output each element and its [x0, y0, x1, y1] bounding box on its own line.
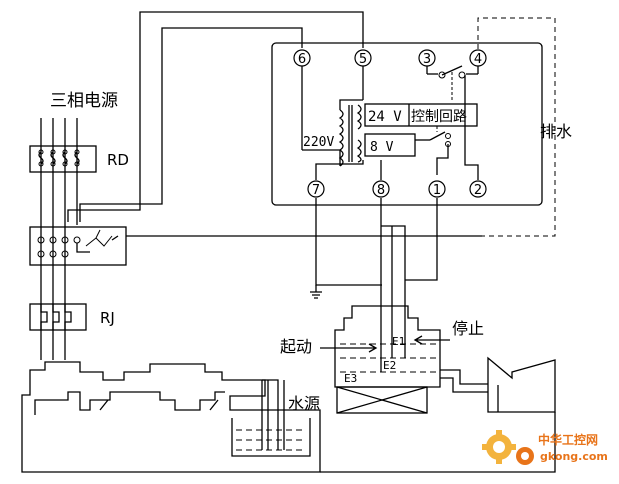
svg-text:8 V: 8 V	[370, 140, 394, 155]
svg-text:3: 3	[423, 52, 431, 67]
terminal-6: 6	[293, 49, 311, 150]
watermark-logo: 中华工控网 gkong.com	[482, 430, 608, 465]
water-source-tank	[231, 418, 311, 457]
terminal-1: 1	[428, 180, 446, 198]
control-circuit-box: 24 V 控制回路	[364, 103, 478, 127]
level-switch	[415, 126, 451, 175]
electrode-e2-wire	[381, 225, 406, 358]
svg-text:24 V: 24 V	[368, 109, 402, 125]
label-stop: 停止	[452, 319, 484, 338]
fuse-block-rd	[29, 145, 97, 173]
start-arrow	[320, 343, 378, 353]
label-water-source: 水源	[288, 394, 320, 413]
gear-icon	[482, 430, 534, 465]
label-power-source: 三相电源	[50, 91, 118, 111]
svg-text:gkong.com: gkong.com	[540, 450, 608, 463]
terminal-7: 7	[307, 180, 325, 198]
relay-contact	[438, 65, 466, 100]
wire-7-internal	[315, 160, 364, 180]
drain-structure	[487, 356, 556, 413]
svg-text:中华工控网: 中华工控网	[538, 432, 598, 447]
three-phase-lines	[40, 118, 78, 360]
controller-box	[271, 42, 543, 206]
suction-pipe	[261, 379, 285, 450]
valve-box	[336, 386, 428, 414]
drain-dashed-line	[477, 17, 556, 237]
svg-text:1: 1	[433, 183, 441, 198]
water-tank	[334, 305, 441, 388]
base-floor	[320, 412, 556, 473]
terminal-8: 8	[372, 180, 390, 198]
svg-text:8: 8	[377, 183, 385, 198]
label-rd: RD	[107, 151, 129, 169]
label-e2: E2	[383, 359, 396, 372]
stop-arrow	[413, 335, 450, 345]
transformer	[302, 99, 363, 167]
terminal-2: 2	[469, 180, 487, 198]
label-220v: 220V	[303, 135, 334, 150]
thermal-relay-rj	[29, 303, 87, 331]
wire-terminal-7-ground	[315, 198, 382, 286]
label-start: 起动	[280, 337, 312, 356]
pump-base-outline	[21, 361, 321, 473]
svg-text:5: 5	[359, 52, 367, 67]
svg-text:4: 4	[474, 52, 482, 67]
label-e1: E1	[392, 335, 405, 348]
8v-box: 8 V	[364, 133, 416, 157]
label-rj: RJ	[100, 309, 115, 327]
terminal-5: 5	[354, 49, 372, 100]
label-e3: E3	[344, 372, 357, 385]
outlet-pipe	[440, 369, 488, 393]
pump-casing-inner-2	[99, 399, 219, 411]
terminal-3: 3	[418, 49, 438, 75]
label-drain: 排水	[540, 122, 572, 141]
svg-text:7: 7	[312, 183, 320, 198]
terminal-4: 4	[466, 49, 487, 75]
svg-text:控制回路: 控制回路	[411, 109, 467, 125]
pump-casing-inner	[34, 391, 225, 415]
ground-symbol	[310, 285, 322, 299]
electrode-e1-wire	[405, 198, 438, 281]
wire-to-terminal-5	[79, 27, 303, 222]
svg-text:6: 6	[298, 52, 306, 67]
wire-to-terminal-6	[67, 11, 364, 222]
wire-2-internal	[464, 75, 479, 180]
svg-text:2: 2	[474, 183, 482, 198]
contactor-block	[29, 226, 482, 266]
